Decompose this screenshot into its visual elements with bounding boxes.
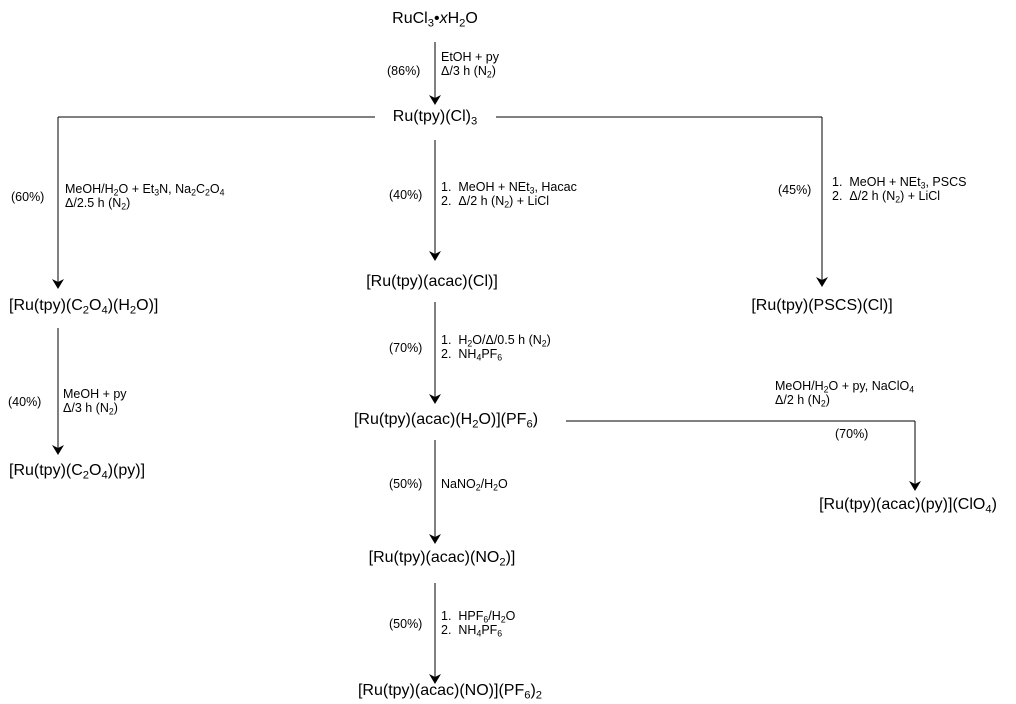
condition-line: 1. H2O/Δ/0.5 h (N2)	[441, 333, 551, 349]
yield-step-1: (86%)	[387, 64, 421, 78]
condition-line: 2. NH4PF6	[441, 623, 503, 639]
yield-step-3: (40%)	[389, 188, 423, 202]
yield-step-7: (70%)	[835, 427, 869, 441]
condition-line: 2. NH4PF6	[441, 347, 503, 363]
condition-line: MeOH/H2O + py, NaClO4	[775, 379, 915, 395]
compound-ru-tpy-cl3: Ru(tpy)(Cl)3	[392, 108, 478, 128]
condition-line: Δ/2.5 h (N2)	[65, 196, 131, 212]
compound-pscs-cl: [Ru(tpy)(PSCS)(Cl)]	[751, 297, 893, 314]
condition-line: Δ/2 h (N2)	[775, 393, 830, 409]
compound-oxalato-py: [Ru(tpy)(C2O4)(py)]	[9, 462, 146, 482]
condition-line: 1. MeOH + NEt3, Hacac	[441, 180, 577, 196]
condition-line: MeOH/H2O + Et3N, Na2C2O4	[65, 182, 225, 198]
compound-acac-py: [Ru(tpy)(acac)(py)](ClO4)	[819, 496, 997, 516]
compound-oxalato-aqua: [Ru(tpy)(C2O4)(H2O)]	[9, 297, 159, 317]
condition-line: 2. Δ/2 h (N2) + LiCl	[832, 189, 941, 205]
conditions-step-8: NaNO2/H2O	[441, 477, 508, 493]
compound-acac-no2: [Ru(tpy)(acac)(NO2)]	[368, 549, 516, 569]
compound-acac-cl: [Ru(tpy)(acac)(Cl)]	[366, 273, 498, 290]
yield-step-8: (50%)	[389, 477, 423, 491]
compound-ruthenium-chloride: RuCl3•xH2O	[392, 10, 478, 30]
yield-step-6: (40%)	[8, 395, 42, 409]
yield-step-4: (45%)	[778, 183, 812, 197]
yield-step-9: (50%)	[389, 617, 423, 631]
yield-step-2: (60%)	[11, 190, 45, 204]
compound-acac-aqua: [Ru(tpy)(acac)(H2O)](PF6)	[353, 411, 539, 431]
condition-line: Δ/3 h (N2)	[63, 401, 118, 417]
yield-step-5: (70%)	[389, 341, 423, 355]
condition-line: MeOH + py	[63, 387, 127, 401]
condition-line: 1. HPF6/H2O	[441, 609, 516, 625]
conditions-step-5: 1. H2O/Δ/0.5 h (N2)2. NH4PF6	[441, 333, 551, 362]
condition-line: 2. Δ/2 h (N2) + LiCl	[441, 194, 550, 210]
compound-acac-no: [Ru(tpy)(acac)(NO)](PF6)2	[357, 682, 543, 702]
condition-line: 1. MeOH + NEt3, PSCS	[832, 175, 967, 191]
condition-line: EtOH + py	[441, 50, 500, 64]
condition-line: NaNO2/H2O	[441, 477, 508, 493]
condition-line: Δ/3 h (N2)	[441, 64, 496, 80]
